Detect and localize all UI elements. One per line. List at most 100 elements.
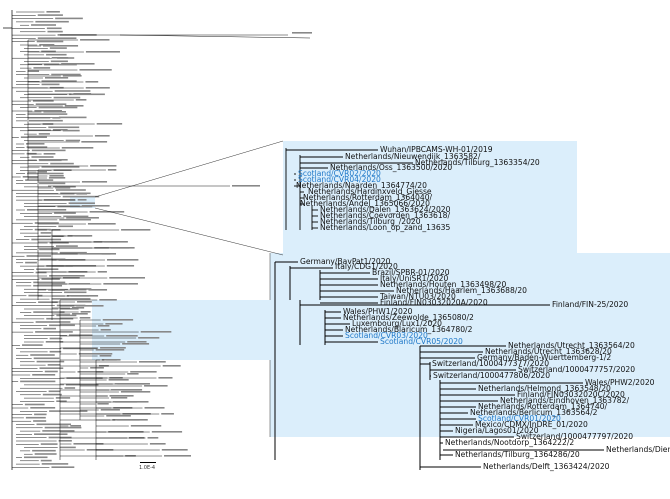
- tip-label-mark: [55, 397, 71, 399]
- tip-label-mark: [46, 11, 60, 13]
- tip-label-mark: [33, 357, 60, 360]
- taxon-label: Switzerland/1000477757/2020: [518, 365, 636, 374]
- taxon-label: Netherlands/Oss_1363500/2020: [330, 163, 453, 172]
- taxon-label-highlighted: Scotland/CVR05/2020: [380, 337, 463, 346]
- tip-label-mark: [138, 361, 166, 363]
- taxon-label: Netherlands/Rotterdam_1364040/: [303, 193, 433, 202]
- tip-label-mark: [43, 327, 56, 330]
- tip-label-mark: [46, 53, 67, 56]
- tip-label-mark: [90, 165, 117, 167]
- taxon-label: Finland/FIN03032020A/2020: [380, 298, 488, 307]
- tip-label-mark: [41, 463, 69, 465]
- taxon-label: Netherlands/Coevorden_1363618/: [320, 211, 451, 220]
- tip-label-mark: [81, 205, 110, 207]
- tip-label-mark: [100, 329, 111, 331]
- tip-label-mark: [47, 364, 61, 366]
- tip-label-mark: [36, 360, 65, 363]
- tip-label-mark: [46, 27, 62, 30]
- tip-label-mark: [65, 139, 81, 142]
- taxon-label: Netherlands/Houten_1363498/20: [380, 280, 507, 289]
- scale-bar-label: 1.0E-4: [139, 465, 156, 471]
- tip-label-mark: [20, 136, 47, 138]
- tip-label-mark: [48, 126, 80, 129]
- tip-label-mark: [33, 284, 63, 287]
- taxon-label: Wales/PHW1/2020: [343, 307, 413, 316]
- inset-top-background: [283, 141, 577, 255]
- tip-label-mark: [102, 319, 134, 321]
- tip-label-mark: [49, 337, 63, 340]
- tip-label-mark: [49, 47, 67, 49]
- tip-label-mark: [106, 415, 131, 417]
- tip-label-mark: [41, 80, 77, 82]
- tip-label-mark: [35, 321, 71, 323]
- tip-label-mark: [51, 298, 91, 300]
- tip-label-mark: [35, 20, 69, 23]
- tip-label-mark: [130, 425, 162, 427]
- taxon-label-highlighted: Scotland/CVR01/2020: [478, 414, 561, 423]
- tip-label-mark: [27, 209, 67, 211]
- tip-label-mark: [103, 283, 138, 285]
- tip-label-mark: [55, 245, 78, 247]
- taxon-label: Brazil/SPBR-01/2020: [372, 268, 450, 277]
- tip-label-mark: [27, 172, 64, 175]
- taxon-label: Netherlands/Blaricum_1364780/2: [345, 325, 473, 334]
- tip-label-mark: [33, 67, 51, 69]
- taxon-label: Italy/UniSR1/2020: [380, 274, 449, 283]
- tip-label-mark: [38, 159, 68, 161]
- tip-label-mark: [50, 60, 68, 63]
- tip-label-mark: [73, 93, 92, 95]
- tip-label-mark: [127, 373, 139, 375]
- tip-label-mark: [120, 391, 151, 393]
- tip-label-mark: [130, 371, 157, 373]
- tip-label-mark: [61, 63, 95, 65]
- tip-label-mark: [26, 255, 52, 257]
- tip-label-mark: [110, 247, 135, 249]
- tip-label-mark: [24, 403, 45, 406]
- tip-label-mark: [38, 301, 58, 303]
- tip-label-mark: [47, 30, 63, 33]
- tip-label-mark: [48, 390, 61, 393]
- tip-label-mark: [34, 413, 47, 416]
- tip-label-mark: [38, 106, 78, 109]
- tip-label-mark: [41, 50, 56, 53]
- tip-label-mark: [62, 129, 80, 132]
- tip-label-mark: [58, 225, 73, 228]
- tip-label-mark: [44, 77, 69, 79]
- tip-label-mark: [232, 185, 260, 187]
- tip-label-mark: [106, 359, 121, 361]
- tip-label-mark: [70, 425, 81, 427]
- tip-label-mark: [40, 258, 66, 261]
- tip-label-mark: [52, 117, 61, 119]
- tip-label-mark: [144, 385, 168, 387]
- tip-label-mark: [99, 355, 112, 357]
- tip-label-mark: [88, 289, 108, 291]
- tip-label-mark: [25, 179, 54, 181]
- tip-label-mark: [30, 407, 56, 409]
- tip-label-mark: [26, 152, 37, 155]
- long-branch: [119, 34, 311, 39]
- taxon-label: Germany/Baden-Wuerttemberg-1/2: [477, 353, 612, 362]
- taxon-label: Switzerland/1000477797/2020: [516, 432, 634, 441]
- taxon-label: Netherlands/Andel_1365066/2020: [300, 199, 430, 208]
- taxon-label: Italy/CDG1/2020: [335, 262, 398, 271]
- tip-label-mark: [147, 437, 159, 439]
- tip-label-mark: [44, 370, 58, 373]
- tip-label-mark: [100, 347, 126, 349]
- tip-label-mark: [32, 100, 54, 102]
- tip-label-mark: [35, 103, 67, 105]
- taxon-label: Netherlands/Loon_op_zand_13635: [320, 223, 451, 232]
- tip-label-mark: [34, 453, 57, 455]
- tip-label-mark: [94, 135, 110, 137]
- tip-label-mark: [106, 335, 138, 337]
- tip-label-mark: [38, 133, 50, 135]
- tip-label-mark: [60, 308, 79, 310]
- tip-label-mark: [49, 175, 64, 177]
- tip-label-mark: [111, 397, 128, 399]
- taxon-label: Netherlands/Tilburg_1364286/20: [455, 450, 580, 459]
- tip-label-mark: [43, 45, 79, 47]
- tip-label-mark: [35, 331, 73, 333]
- tip-label-mark: [79, 317, 91, 319]
- taxon-label: Netherlands/Berlicum_1363564/2: [470, 408, 598, 417]
